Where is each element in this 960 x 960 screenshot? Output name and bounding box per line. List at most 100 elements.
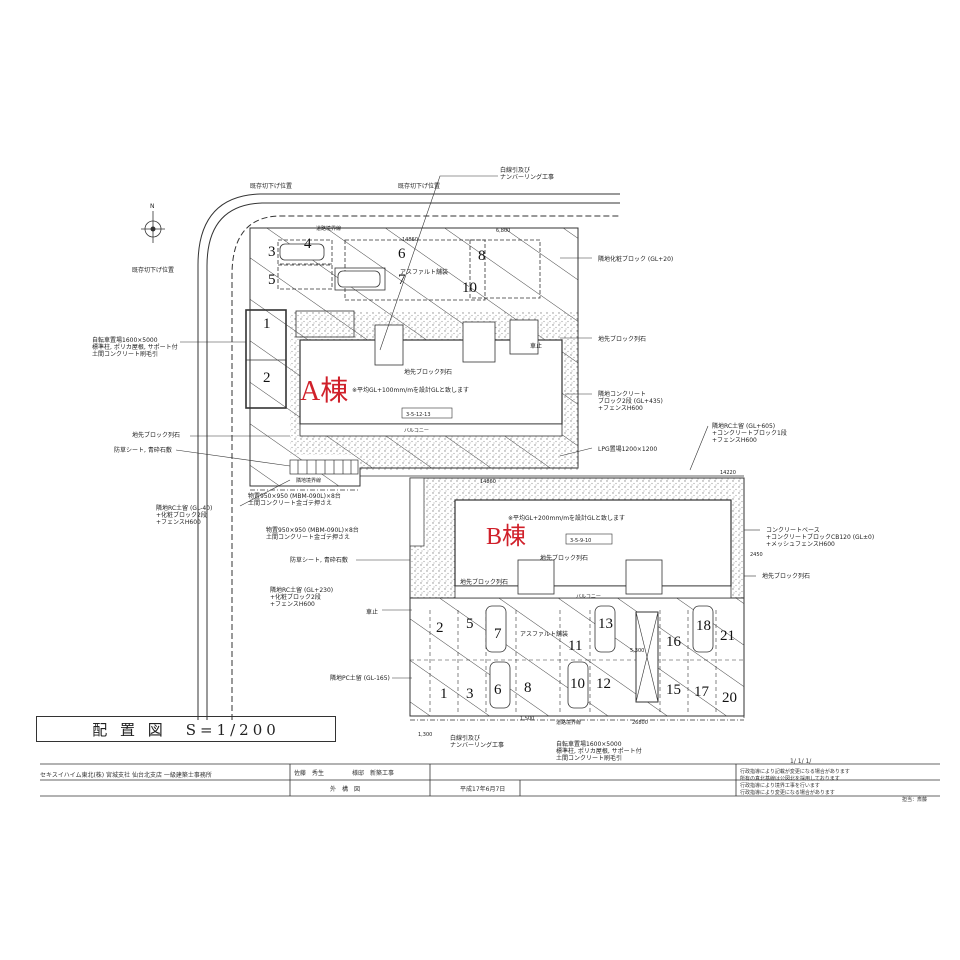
curb-stone-label: 地先ブロック列石 xyxy=(404,368,452,376)
concrete-base-label: コンクリートベース+コンクリートブロックCB120 (GL±0)+メッシュフェン… xyxy=(766,527,874,548)
curb-stone-label: 地先ブロック列石 xyxy=(132,431,180,439)
parking-number: 1 xyxy=(440,686,448,702)
parking-number: 17 xyxy=(694,684,710,700)
parking-number: 5 xyxy=(466,616,474,632)
parking-number: 3 xyxy=(466,686,474,702)
parking-number: 2 xyxy=(436,620,444,636)
title-block-note: 行政指導により境界工事を行います xyxy=(740,783,820,789)
asphalt-label: アスファルト舗装 xyxy=(520,630,568,638)
parking-b-lines xyxy=(410,610,744,712)
car-icon xyxy=(279,243,381,288)
parking-number: 18 xyxy=(696,618,711,634)
leader-lines xyxy=(175,175,760,679)
curb-stone-label: 地先ブロック列石 xyxy=(598,335,646,343)
parking-number: 21 xyxy=(720,628,735,644)
weed-sheet-label: 防草シート, 青砕石敷 xyxy=(114,446,172,454)
north-arrow-icon: N xyxy=(141,203,165,243)
title-block-project: 様邸 新築工事 xyxy=(352,770,395,777)
parking-number: 20 xyxy=(722,690,737,706)
existing-curb-label: 既存切下げ位置 xyxy=(132,266,174,274)
building-b-label: B棟 xyxy=(486,523,526,550)
annotations: 既存切下げ位置 既存切下げ位置 既存切下げ位置 白線引及びナンバーリング工事 道… xyxy=(92,166,874,762)
road-outline xyxy=(197,193,620,720)
white-line-label: 白線引及びナンバーリング工事 xyxy=(500,166,554,181)
storage-sheds-b xyxy=(409,477,425,547)
boundary-lines xyxy=(250,475,745,721)
title-block-date: 平成17年6月7日 xyxy=(460,786,506,793)
svg-text:N: N xyxy=(150,203,155,210)
curb-stone-label: 地先ブロック列石 xyxy=(540,554,588,562)
parking-number: 3 xyxy=(268,244,276,260)
neighbor-rc-label: 隣地RC土留 (GL+605)+コンクリートブロック1段+フェンスH600 xyxy=(712,422,787,444)
title-block-note: 行政指導により変更になる場合があります xyxy=(740,790,835,796)
drawing-title: 配 置 図 S=1/200 xyxy=(36,716,336,742)
parking-number: 13 xyxy=(598,616,613,632)
parking-number: 12 xyxy=(596,676,611,692)
storage-sheds-a xyxy=(289,459,359,475)
title-block-note: 行政指導により記載が変更になる場合があります xyxy=(740,769,850,775)
neighbor-rc-label: 隣地RC土留 (GL-40)+化粧ブロック2段+フェンスH600 xyxy=(156,504,212,526)
parking-number: 15 xyxy=(666,682,681,698)
parking-number: 4 xyxy=(304,236,312,252)
parking-number: 5 xyxy=(268,272,276,288)
parking-number: 8 xyxy=(478,248,486,264)
building-b-gl-note: ※平均GL+200mm/mを設計GLと致します xyxy=(508,514,625,522)
parking-number: 11 xyxy=(568,638,582,654)
road-boundary-label: 道路境界線 xyxy=(316,225,341,232)
title-block-company: セキスイハイム東北(株) 宮城支社 仙台北支店 一級建築士事務所 xyxy=(40,772,212,779)
dimension-label: 5,300 xyxy=(630,648,644,654)
dimension-label: 6,800 xyxy=(496,228,510,234)
dimension-label: 1,300 xyxy=(418,732,432,738)
dimension-label: 26800 xyxy=(632,720,648,726)
car-stop-label: 車止 xyxy=(366,608,378,616)
decor-block-label: 隣地化粧ブロック (GL+20) xyxy=(598,255,673,263)
neighbor-boundary-label: 隣地境界線 xyxy=(296,477,321,484)
parking-numbers-a: 1 2 3 4 5 6 7 8 10 xyxy=(263,236,486,386)
neighbor-pc-label: 隣地PC土留 (GL-165) xyxy=(330,674,390,682)
building-a-code: 3-5-12-13 xyxy=(406,412,431,418)
neighbor-concrete-label: 隣地コンクリートブロック2段 (GL+435)+フェンスH600 xyxy=(598,390,663,412)
title-block-sheet: 担当：斎藤 xyxy=(902,797,928,803)
dimension-label: 1,500 xyxy=(520,716,534,722)
title-block-client: 佐藤 秀生 xyxy=(294,770,325,777)
parking-number: 6 xyxy=(494,682,502,698)
building-a-gl-note: ※平均GL+100mm/mを設計GLと致します xyxy=(352,386,469,394)
building-b-balcony: バルコニー xyxy=(576,594,601,600)
title-block-note: 所有の真北基線は公図北を採用しております xyxy=(740,776,840,782)
neighbor-rc-label: 隣地RC土留 (GL+230)+化粧ブロック2段+フェンスH600 xyxy=(270,586,333,608)
building-b-code: 3-5-9-10 xyxy=(570,538,591,544)
curb-stone-label: 地先ブロック列石 xyxy=(460,578,508,586)
title-block-scale: 1/ 1/ 1/ xyxy=(790,758,812,765)
storage-label: 物置950×950 (MBM-090L)×8台土間コンクリート金ゴテ押さえ xyxy=(266,526,359,541)
dimension-label: 2450 xyxy=(750,552,763,558)
parking-number: 6 xyxy=(398,246,406,262)
parking-number: 10 xyxy=(462,280,477,296)
parking-number: 16 xyxy=(666,634,682,650)
lpg-label: LPG置場1200×1200 xyxy=(598,445,657,453)
storage-label: 物置950×950 (MBM-090L)×8台土間コンクリート金ゴテ押さえ xyxy=(248,492,341,507)
parking-number: 7 xyxy=(494,626,502,642)
title-block-drawing: 外 構 図 xyxy=(330,786,361,793)
curb-stone-label: 地先ブロック列石 xyxy=(762,572,810,580)
parking-number: 8 xyxy=(524,680,532,696)
parking-number: 2 xyxy=(263,370,271,386)
parking-number: 10 xyxy=(570,676,585,692)
dimensions: 6,800 14860 14860 14220 26800 1,500 2450… xyxy=(402,228,763,738)
existing-curb-label: 既存切下げ位置 xyxy=(398,182,440,190)
road-boundary-label: 道路境界線 xyxy=(556,719,581,726)
parking-number: 7 xyxy=(398,272,406,288)
car-stop-label: 車止 xyxy=(530,342,542,350)
weed-sheet-label: 防草シート, 青砕石敷 xyxy=(290,556,348,564)
car-icon xyxy=(485,605,714,709)
white-line-label: 白線引及びナンバーリング工事 xyxy=(450,734,504,749)
parking-number: 1 xyxy=(263,316,271,332)
dimension-label: 14220 xyxy=(720,470,736,476)
building-a-balcony: バルコニー xyxy=(404,428,429,434)
building-a-label: A棟 xyxy=(300,375,348,407)
parking-numbers-b: 1 2 3 5 6 7 8 10 11 12 13 15 16 17 18 20… xyxy=(436,616,737,706)
asphalt-label: アスファルト舗装 xyxy=(400,268,448,276)
dimension-label: 14860 xyxy=(402,237,418,243)
